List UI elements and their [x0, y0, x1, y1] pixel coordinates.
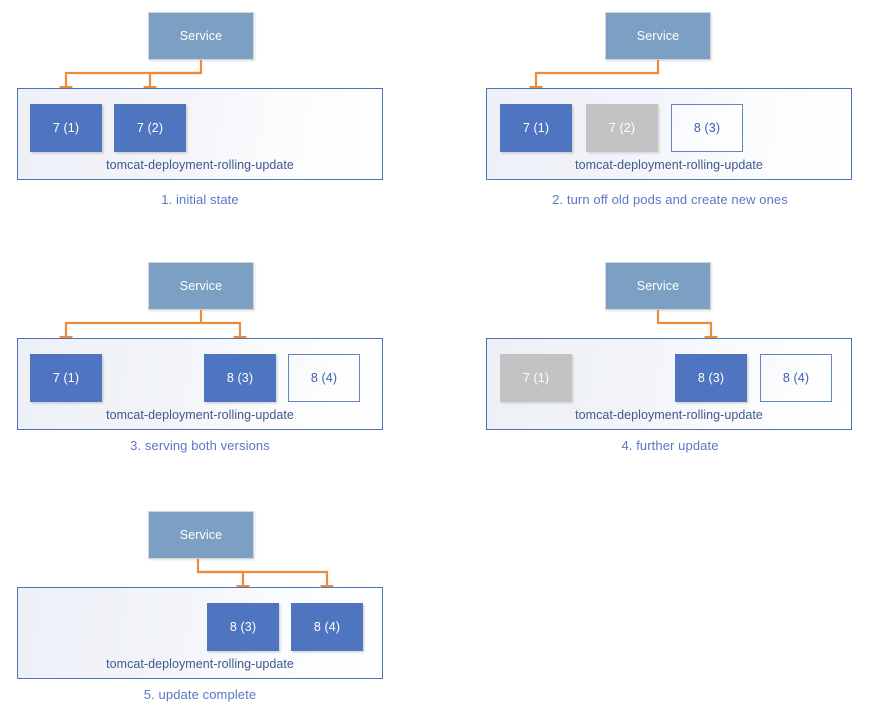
service-box[interactable]: Service: [605, 12, 711, 60]
deployment-name-label: tomcat-deployment-rolling-update: [575, 158, 763, 172]
pod-label: 8 (3): [697, 371, 725, 385]
pod-box[interactable]: 8 (3): [204, 354, 276, 402]
panel-caption: 3. serving both versions: [130, 438, 270, 453]
service-label: Service: [636, 29, 680, 43]
pod-label: 8 (3): [226, 371, 254, 385]
service-box[interactable]: Service: [148, 511, 254, 559]
pod-label: 8 (4): [782, 371, 810, 385]
service-label: Service: [179, 279, 223, 293]
service-label: Service: [179, 528, 223, 542]
service-label: Service: [636, 279, 680, 293]
panel-caption: 1. initial state: [161, 192, 239, 207]
panel-further-update: Service tomcat-deployment-rolling-update…: [435, 250, 870, 470]
pod-label: 7 (1): [522, 371, 550, 385]
deployment-container: tomcat-deployment-rolling-update: [17, 587, 383, 679]
pod-box[interactable]: 8 (3): [207, 603, 279, 651]
pod-box[interactable]: 7 (2): [586, 104, 658, 152]
pod-label: 7 (2): [136, 121, 164, 135]
pod-label: 7 (2): [608, 121, 636, 135]
pod-label: 8 (4): [313, 620, 341, 634]
panel-caption: 2. turn off old pods and create new ones: [552, 192, 788, 207]
pod-label: 7 (1): [52, 371, 80, 385]
pod-box[interactable]: 7 (1): [30, 104, 102, 152]
pod-label: 7 (1): [52, 121, 80, 135]
pod-label: 7 (1): [522, 121, 550, 135]
service-box[interactable]: Service: [605, 262, 711, 310]
service-box[interactable]: Service: [148, 12, 254, 60]
deployment-name-label: tomcat-deployment-rolling-update: [575, 408, 763, 422]
service-box[interactable]: Service: [148, 262, 254, 310]
pod-label: 8 (4): [310, 371, 338, 385]
pod-box[interactable]: 7 (1): [500, 354, 572, 402]
pod-box[interactable]: 7 (2): [114, 104, 186, 152]
deployment-name-label: tomcat-deployment-rolling-update: [106, 657, 294, 671]
pod-label: 8 (3): [693, 121, 721, 135]
panel-update-complete: Service tomcat-deployment-rolling-update…: [0, 495, 435, 718]
panel-turn-off-old-pods: Service tomcat-deployment-rolling-update…: [435, 0, 870, 230]
service-label: Service: [179, 29, 223, 43]
pod-box[interactable]: 8 (3): [675, 354, 747, 402]
pod-box[interactable]: 8 (4): [291, 603, 363, 651]
panel-initial-state: Service tomcat-deployment-rolling-update…: [0, 0, 435, 230]
deployment-name-label: tomcat-deployment-rolling-update: [106, 158, 294, 172]
pod-box[interactable]: 8 (4): [288, 354, 360, 402]
panel-caption: 4. further update: [621, 438, 719, 453]
pod-box[interactable]: 7 (1): [500, 104, 572, 152]
pod-box[interactable]: 7 (1): [30, 354, 102, 402]
pod-box[interactable]: 8 (3): [671, 104, 743, 152]
pod-label: 8 (3): [229, 620, 257, 634]
deployment-name-label: tomcat-deployment-rolling-update: [106, 408, 294, 422]
pod-box[interactable]: 8 (4): [760, 354, 832, 402]
panel-serving-both-versions: Service tomcat-deployment-rolling-update…: [0, 250, 435, 470]
panel-caption: 5. update complete: [143, 687, 257, 702]
